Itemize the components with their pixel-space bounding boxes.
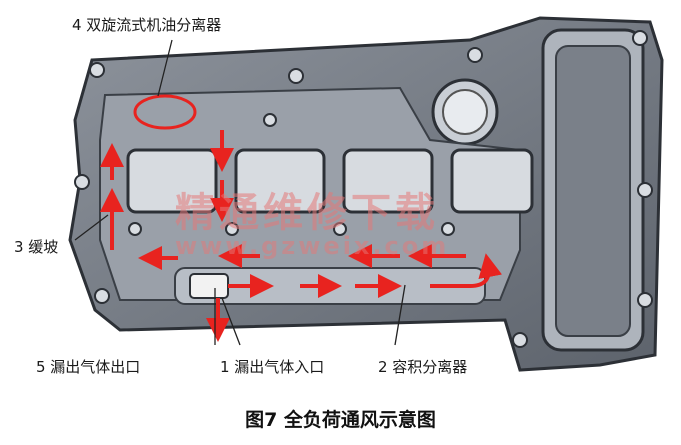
flow-arrows bbox=[100, 130, 503, 342]
label-chamber: 2 容积分离器 bbox=[378, 358, 468, 376]
swirl-separator bbox=[133, 94, 197, 130]
watermark-text: 精通维修下载 bbox=[175, 189, 439, 236]
label-outlet: 5 漏出气体出口 bbox=[36, 358, 141, 376]
window-4 bbox=[450, 148, 534, 214]
oil-cap-hole bbox=[442, 89, 488, 135]
leader-lines bbox=[74, 39, 406, 346]
window-2 bbox=[234, 148, 326, 214]
window-1 bbox=[126, 148, 218, 214]
right-chamber-inner bbox=[555, 45, 631, 337]
window-3 bbox=[342, 148, 434, 214]
inlet-port bbox=[189, 273, 229, 299]
label-ramp: 3 缓坡 bbox=[14, 238, 59, 256]
label-inlet: 1 漏出气体入口 bbox=[220, 358, 325, 376]
label-separator: 4 双旋流式机油分离器 bbox=[72, 16, 222, 34]
bolts bbox=[74, 30, 653, 348]
figure-caption: 图7 全负荷通风示意图 bbox=[245, 409, 436, 431]
watermark-url: www.gzweix.com bbox=[175, 232, 450, 260]
